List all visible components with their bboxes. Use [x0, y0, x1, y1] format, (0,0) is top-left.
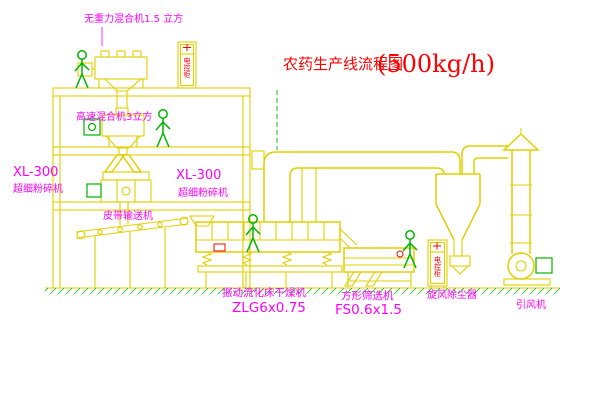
- exhaust-stack: [502, 128, 540, 254]
- mixer-motor: [83, 118, 101, 136]
- person-figure: [74, 50, 90, 89]
- belt-conveyor: [75, 216, 189, 288]
- induced-draft-fan: [503, 252, 553, 286]
- label-mill-center-model: XL-300: [176, 168, 221, 183]
- floor3-slab: [52, 201, 251, 211]
- sieve-vibration-motor: [396, 250, 404, 258]
- spring-icon: [241, 251, 253, 266]
- label-dryer-name: 振动流化床干燥机: [222, 286, 306, 299]
- label-mill-center-name: 超细粉碎机: [178, 186, 228, 199]
- label-sieve-model: FS0.6x1.5: [335, 302, 402, 318]
- label-mill-left-model: XL-300: [13, 165, 58, 180]
- control-cabinet-right: 电控柜: [427, 239, 448, 288]
- cyclone-separator: [435, 173, 481, 275]
- fan-housing: [507, 252, 535, 280]
- y-chute-left: [103, 154, 126, 173]
- discharge-spout: [343, 271, 363, 287]
- person-figure: [155, 109, 171, 148]
- tail-pulley: [76, 230, 86, 240]
- title-capacity: (500kg/h): [377, 50, 495, 78]
- label-high-speed-mixer: 高速混合机3立方: [76, 110, 152, 123]
- label-belt-conveyor: 皮带输送机: [103, 209, 153, 222]
- control-cabinet-top: 电控柜: [177, 41, 197, 89]
- duct-end-cap: [251, 150, 265, 170]
- exhaust-duct: [251, 150, 461, 222]
- diagram-title: 农药生产线流程图 (500kg/h): [283, 50, 495, 78]
- title-text: 农药生产线流程图: [283, 55, 403, 73]
- feed-hopper: [189, 215, 215, 227]
- spring-icon: [281, 251, 293, 266]
- discharge-spout: [364, 271, 384, 287]
- rain-cap: [502, 132, 540, 151]
- cabinet-right-label: 电控柜: [434, 255, 442, 278]
- label-sieve-name: 方形筛选机: [341, 289, 394, 302]
- head-pulley: [179, 216, 189, 226]
- floor2-slab: [52, 146, 251, 156]
- rotary-valve: [449, 255, 471, 267]
- fan-base: [503, 278, 551, 286]
- cabinet-top-label: 电控柜: [183, 56, 191, 79]
- spring-icon: [321, 251, 333, 266]
- building-structure: [52, 87, 251, 288]
- mill-motor: [86, 183, 102, 198]
- ultrafine-pulverizer: [86, 171, 152, 225]
- label-zero-gravity-mixer: 无重力混合机1.5 立方: [84, 12, 183, 25]
- label-mill-left-name: 超细粉碎机: [13, 182, 63, 195]
- fluid-bed-dryer: [189, 215, 343, 288]
- spring-icon: [201, 251, 213, 266]
- fan-motor: [535, 257, 553, 274]
- roof-slab: [52, 87, 251, 97]
- label-dryer-model: ZLG6x0.75: [232, 300, 306, 316]
- person-figure: [245, 214, 261, 253]
- square-sieve: [339, 228, 415, 287]
- vibration-motor: [213, 243, 226, 252]
- label-fan: 引风机: [516, 298, 546, 311]
- ground: [45, 287, 560, 294]
- person-figure: [402, 230, 418, 269]
- label-cyclone: 旋风除尘器: [427, 288, 477, 301]
- y-chute-right: [120, 154, 143, 173]
- labels: 无重力混合机1.5 立方 高速混合机3立方 XL-300 超细粉碎机 XL-30…: [13, 12, 546, 318]
- zero-gravity-mixer: [77, 27, 148, 108]
- outlet-duct: [461, 145, 508, 174]
